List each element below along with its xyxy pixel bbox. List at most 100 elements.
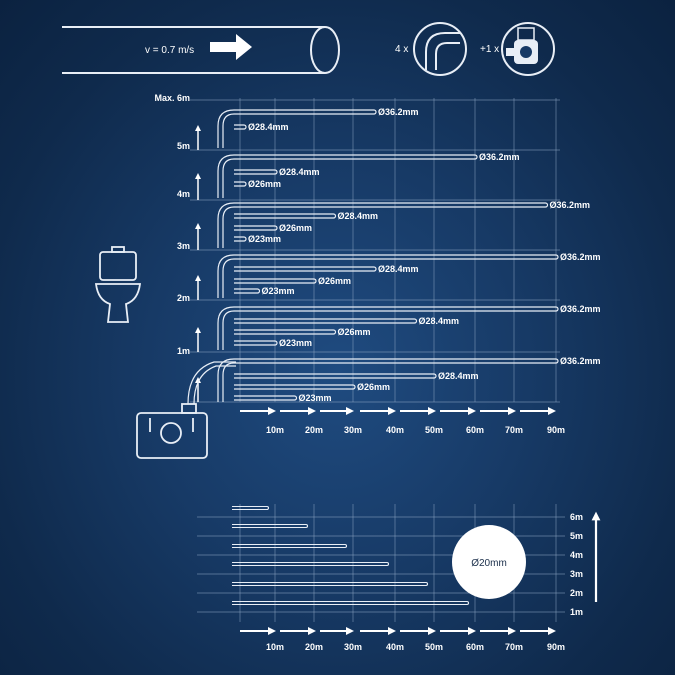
distance-label: 60m xyxy=(466,642,484,652)
pipe-diameter-label: Ø26mm xyxy=(338,327,371,337)
height-label: 3m xyxy=(177,241,190,251)
discharge-pipe xyxy=(187,361,236,405)
distance-label: 30m xyxy=(344,642,362,652)
riser-pipe xyxy=(222,113,235,148)
distance-label: 70m xyxy=(505,425,523,435)
pipe-segment xyxy=(232,581,428,587)
pipe-segment xyxy=(234,225,278,231)
pipe-segment xyxy=(234,266,377,272)
pump-icon xyxy=(136,403,208,459)
pipe-segment xyxy=(232,523,308,529)
height-label: 4m xyxy=(177,189,190,199)
pipe-diameter-label: Ø28.4mm xyxy=(438,371,479,381)
pipe-diameter-label: Ø28.4mm xyxy=(419,316,460,326)
pipe-segment xyxy=(234,124,247,130)
riser-pipe xyxy=(217,202,235,248)
pipe-diameter-label: Ø23mm xyxy=(262,286,295,296)
pipe-segment xyxy=(234,384,356,390)
pipe-diameter-label: Ø28.4mm xyxy=(338,211,379,221)
distance-label: 50m xyxy=(425,425,443,435)
height-label: 5m xyxy=(177,141,190,151)
distance-label: 20m xyxy=(305,425,323,435)
distance-label: 10m xyxy=(266,642,284,652)
pipe-diameter-label: Ø36.2mm xyxy=(378,107,419,117)
bends-count: 4 x xyxy=(395,44,408,55)
distance-label: 10m xyxy=(266,425,284,435)
height-label: 5m xyxy=(570,531,583,541)
height-label: 2m xyxy=(177,293,190,303)
pipe-segment xyxy=(234,181,247,187)
pipe-segment xyxy=(234,236,247,242)
pipe-diameter-label: Ø36.2mm xyxy=(560,304,601,314)
distance-label: 50m xyxy=(425,642,443,652)
riser-pipe xyxy=(222,258,235,298)
pipe-diameter-label: Ø28.4mm xyxy=(279,167,320,177)
pipe-diameter-label: Ø36.2mm xyxy=(479,152,520,162)
pipe-segment xyxy=(234,318,418,324)
pipe-diameter-label: Ø28.4mm xyxy=(248,122,289,132)
pipe-diameter-label: Ø23mm xyxy=(299,393,332,403)
distance-label: 90m xyxy=(547,425,565,435)
pipe-segment xyxy=(234,306,559,312)
toilet-fitting-count: +1 x xyxy=(480,44,499,55)
height-label: 1m xyxy=(570,607,583,617)
height-label: 6m xyxy=(570,512,583,522)
pipe-segment xyxy=(234,202,549,208)
pipe-diameter-badge: Ø20mm xyxy=(452,525,526,599)
height-label: 4m xyxy=(570,550,583,560)
riser-pipe xyxy=(217,254,235,298)
distance-label: 90m xyxy=(547,642,565,652)
riser-pipe xyxy=(222,362,235,402)
riser-pipe xyxy=(217,358,235,402)
pipe-segment xyxy=(234,254,559,260)
riser-pipe xyxy=(222,206,235,248)
distance-label: 70m xyxy=(505,642,523,652)
riser-pipe xyxy=(222,158,235,198)
bottom-grid: 6m 5m 4m 3m 2m 1m 10m 20m 30m 40m 50m 60m 70m 90m xyxy=(197,504,601,652)
toilet-connector-icon xyxy=(506,27,538,64)
pipe-diameter-label: Ø36.2mm xyxy=(550,200,591,210)
pipe-segment xyxy=(234,213,337,219)
toilet-icon xyxy=(94,246,142,323)
riser-pipe xyxy=(222,310,235,350)
pipe-diameter-label: Ø26mm xyxy=(248,179,281,189)
pipe-diameter-label: Ø36.2mm xyxy=(560,356,601,366)
pipe-segment xyxy=(234,395,298,401)
pipe-diameter-label: Ø26mm xyxy=(357,382,390,392)
pipe-segment xyxy=(234,288,261,294)
pipe-diameter-label: Ø26mm xyxy=(279,223,312,233)
distance-label: 20m xyxy=(305,642,323,652)
pipe-segment xyxy=(234,278,317,284)
discharge-pipe xyxy=(193,365,236,405)
pipe-diameter-label: Ø28.4mm xyxy=(378,264,419,274)
pipe-segment xyxy=(234,329,337,335)
pipe-segment xyxy=(232,561,389,567)
riser-pipe xyxy=(217,154,235,198)
pipe-diameter-label: Ø36.2mm xyxy=(560,252,601,262)
bottom-chart xyxy=(232,505,469,606)
height-label: 3m xyxy=(570,569,583,579)
pipe-segment xyxy=(234,358,559,364)
height-label: Max. 6m xyxy=(154,93,190,103)
riser-pipe xyxy=(217,306,235,350)
pipe-diameter-label: Ø20mm xyxy=(471,558,507,569)
pipe-segment xyxy=(234,373,437,379)
distance-label: 40m xyxy=(386,425,404,435)
velocity-pipe: v = 0.7 m/s xyxy=(62,26,340,74)
distance-label: 30m xyxy=(344,425,362,435)
fittings: 4 x +1 x xyxy=(395,22,555,76)
distance-label: 40m xyxy=(386,642,404,652)
top-chart: Ø36.2mmØ28.4mmØ36.2mmØ28.4mmØ26mmØ36.2mm… xyxy=(187,107,601,405)
bend-icon xyxy=(425,32,460,70)
pipe-segment xyxy=(234,340,278,346)
pipe-segment xyxy=(234,169,278,175)
riser-pipe xyxy=(217,109,235,148)
height-label: 2m xyxy=(570,588,583,598)
pipe-diameter-label: Ø26mm xyxy=(318,276,351,286)
pipe-segment xyxy=(234,154,478,160)
pipe-segment xyxy=(232,600,469,606)
pipe-segment xyxy=(232,505,269,511)
pipe-diameter-label: Ø23mm xyxy=(248,234,281,244)
